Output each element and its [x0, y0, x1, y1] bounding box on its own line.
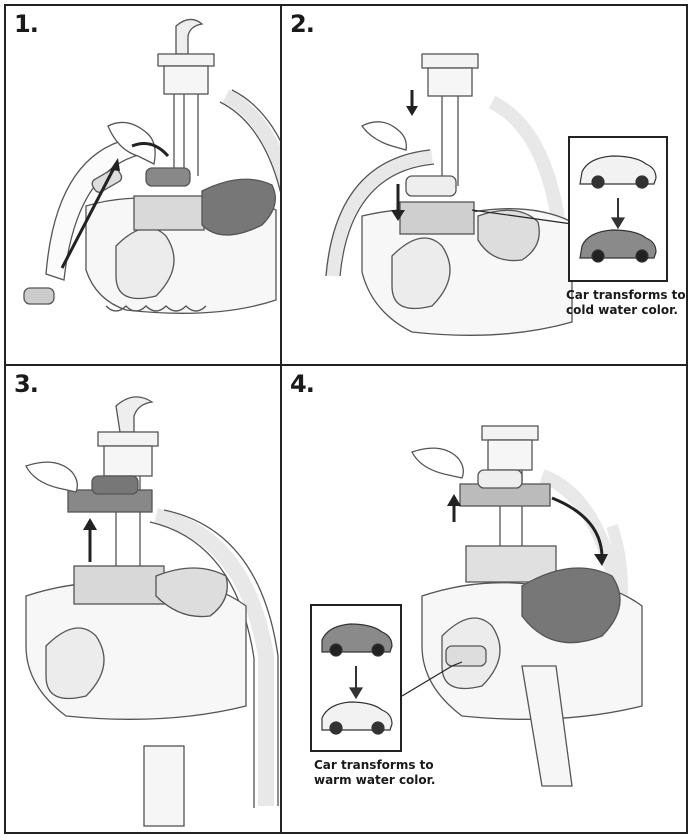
step-1-number: 1. — [14, 10, 39, 38]
step-2-caption-line-1: Car transforms to — [566, 288, 686, 302]
step-4-caption-line-2: warm water color. — [314, 773, 436, 787]
horizontal-divider — [4, 364, 688, 366]
step-4-number: 4. — [290, 370, 315, 398]
step-2-caption: Car transforms to cold water color. — [566, 288, 686, 318]
step-3-panel: 3. — [6, 366, 280, 832]
step-3-illustration — [25, 396, 279, 827]
step-2-inset — [568, 136, 668, 282]
step-4-inset — [310, 604, 402, 752]
step-4-inset-drawing — [321, 623, 393, 735]
step-4-panel: Car transforms to warm water color. 4. — [282, 366, 686, 832]
step-1-panel: 1. — [6, 6, 280, 364]
vertical-divider — [280, 4, 282, 834]
step-4-caption: Car transforms to warm water color. — [314, 758, 435, 788]
step-1-illustration — [23, 18, 280, 314]
step-4-illustration — [401, 425, 643, 787]
step-2-caption-line-2: cold water color. — [566, 303, 678, 317]
step-2-panel: Car transforms to cold water color. 2. — [282, 6, 686, 364]
step-3-number: 3. — [14, 370, 39, 398]
instruction-frame — [4, 4, 688, 834]
step-2-number: 2. — [290, 10, 315, 38]
step-4-caption-line-1: Car transforms to — [314, 758, 434, 772]
step-2-illustration — [325, 53, 574, 336]
step-2-inset-drawing — [579, 155, 657, 263]
